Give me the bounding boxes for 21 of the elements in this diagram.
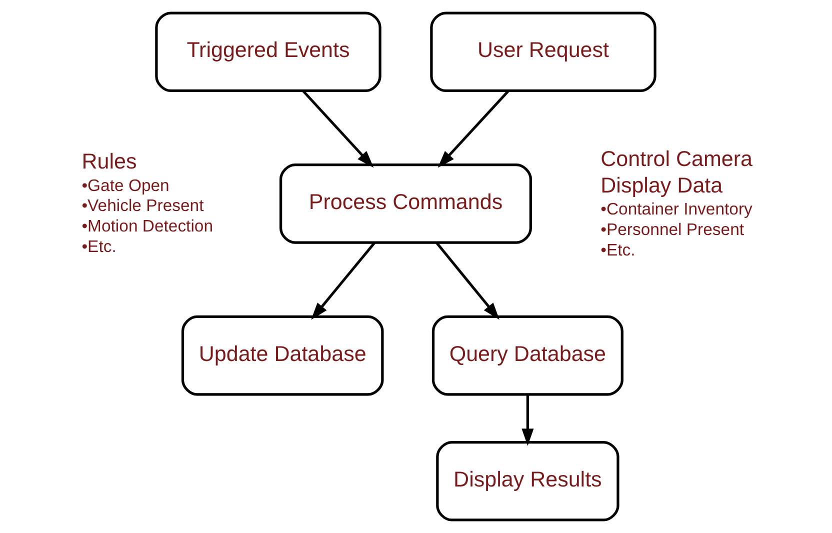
arrow <box>437 90 509 168</box>
label: •Gate Open <box>81 176 169 195</box>
node-box: Update Database <box>180 315 384 396</box>
label: •Etc. <box>600 240 635 260</box>
label: Control Camera <box>600 146 752 171</box>
node-box: Display Results <box>436 440 619 522</box>
label: Display Data <box>600 173 722 198</box>
label: Rules <box>81 149 136 174</box>
arrow <box>435 242 499 320</box>
label: •Container Inventory <box>600 200 752 219</box>
node-box: User Request <box>430 12 656 92</box>
arrow <box>301 90 374 168</box>
label: •Etc. <box>81 236 116 256</box>
node-box: Process Commands <box>278 164 532 244</box>
node-box: Triggered Events <box>154 12 381 92</box>
label: •Vehicle Present <box>81 196 204 216</box>
label: •Motion Detection <box>81 216 213 236</box>
arrow <box>310 242 376 320</box>
arrow <box>521 394 534 446</box>
node-box: Query Database <box>431 315 623 396</box>
label: •Personnel Present <box>600 220 744 240</box>
